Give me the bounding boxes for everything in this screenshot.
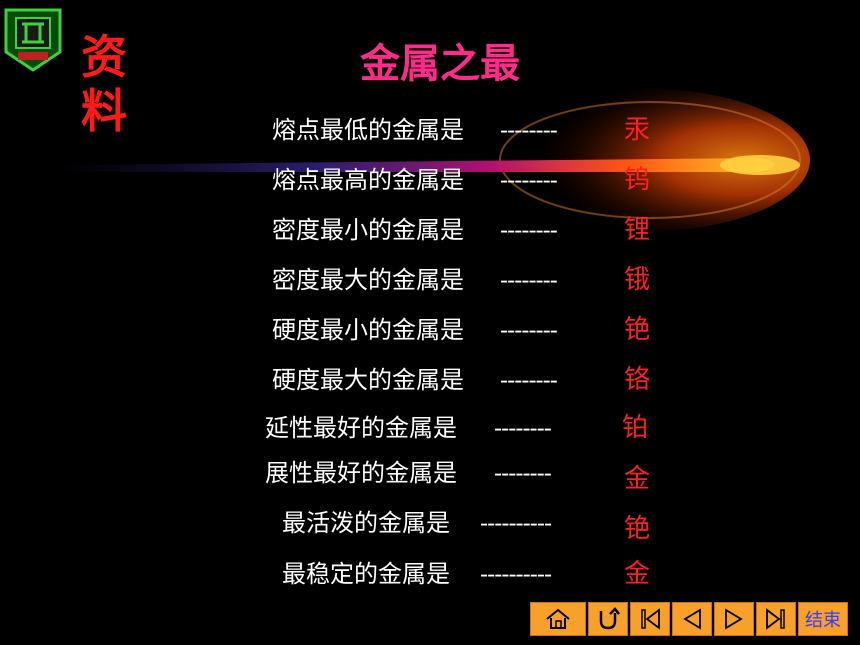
list-item: 密度最小的金属是 -------- 锂 [0, 212, 860, 248]
dash-line: -------- [500, 116, 558, 144]
question-text: 最活泼的金属是 [282, 509, 450, 537]
answer-text: 锇 [624, 265, 651, 295]
answer-text: 金 [624, 464, 651, 494]
first-icon [641, 608, 660, 630]
last-icon [766, 608, 785, 630]
side-title: 资 料 [76, 30, 132, 138]
answer-text: 铬 [624, 365, 651, 395]
dash-line: -------- [500, 216, 558, 244]
end-show-button[interactable]: 结束 [798, 602, 848, 636]
list-item: 硬度最大的金属是 -------- 铬 [0, 362, 860, 398]
list-item: 硬度最小的金属是 -------- 铯 [0, 312, 860, 348]
list-item: 熔点最低的金属是 -------- 汞 [0, 112, 860, 148]
question-text: 熔点最高的金属是 [272, 166, 464, 194]
list-item: 最稳定的金属是 ---------- 金 [0, 556, 860, 592]
list-item: 延性最好的金属是 -------- 铂 [0, 410, 860, 446]
side-title-char: 资 [81, 30, 127, 84]
list-item: 展性最好的金属是 -------- 金 [0, 455, 860, 494]
answer-text: 铯 [624, 514, 651, 544]
question-text: 熔点最低的金属是 [272, 116, 464, 144]
dash-line: -------- [500, 166, 558, 194]
list-item: 熔点最高的金属是 -------- 钨 [0, 162, 860, 198]
slide-navigation: 结束 [530, 602, 848, 638]
home-button[interactable] [530, 602, 586, 636]
question-text: 延性最好的金属是 [265, 414, 457, 442]
list-item: 密度最大的金属是 -------- 锇 [0, 262, 860, 298]
side-title-char: 料 [81, 84, 127, 138]
dash-line: -------- [494, 414, 552, 442]
question-text: 密度最小的金属是 [272, 216, 464, 244]
dash-line: ---------- [480, 509, 552, 537]
dash-line: -------- [494, 459, 552, 487]
previous-slide-button[interactable] [672, 602, 712, 636]
answer-text: 钨 [624, 165, 651, 195]
return-button[interactable] [588, 602, 628, 636]
dash-line: -------- [500, 266, 558, 294]
answer-text: 铂 [622, 413, 649, 443]
first-slide-button[interactable] [630, 602, 670, 636]
prev-icon [683, 608, 701, 630]
question-text: 密度最大的金属是 [272, 266, 464, 294]
answer-text: 汞 [624, 115, 651, 145]
answer-text: 铯 [624, 315, 651, 345]
home-icon [546, 608, 570, 629]
answer-text: 金 [624, 559, 651, 589]
dash-line: ---------- [480, 560, 552, 588]
dash-line: -------- [500, 316, 558, 344]
last-slide-button[interactable] [756, 602, 796, 636]
question-text: 最稳定的金属是 [282, 560, 450, 588]
question-text: 展性最好的金属是 [265, 459, 457, 487]
school-logo-icon [4, 8, 62, 72]
list-item: 最活泼的金属是 ---------- 铯 [0, 505, 860, 544]
next-slide-button[interactable] [714, 602, 754, 636]
dash-line: -------- [500, 366, 558, 394]
page-title: 金属之最 [360, 41, 520, 87]
answer-text: 锂 [624, 215, 651, 245]
next-icon [725, 608, 743, 630]
return-icon [599, 607, 620, 630]
question-text: 硬度最大的金属是 [272, 366, 464, 394]
question-text: 硬度最小的金属是 [272, 316, 464, 344]
